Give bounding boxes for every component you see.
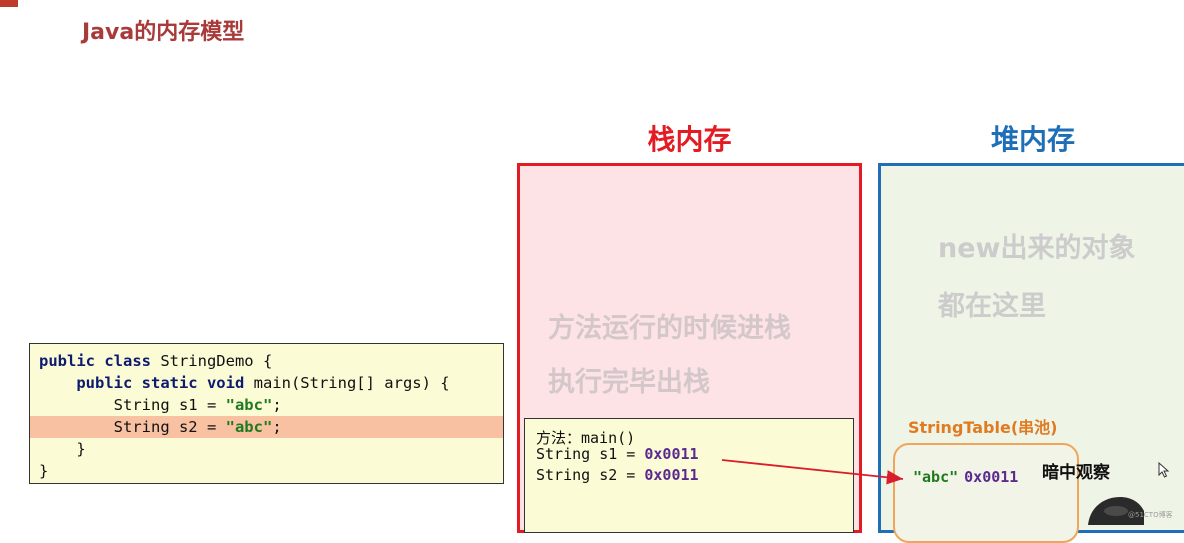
- address-value: 0x0011: [964, 468, 1019, 486]
- reference-arrow: [721, 459, 904, 485]
- corner-accent: [0, 0, 18, 7]
- slide-title: Java的内存模型: [82, 20, 245, 45]
- stack-var-s1: String s1 = 0x0011: [536, 445, 699, 463]
- keyword: public class: [39, 352, 151, 370]
- string-literal: "abc": [225, 396, 273, 414]
- heap-title: 堆内存: [990, 123, 1075, 156]
- code-line: public class StringDemo {: [39, 352, 273, 370]
- observe-caption: 暗中观察: [1042, 463, 1110, 483]
- mouse-cursor-icon: [1158, 462, 1170, 478]
- code-line-highlighted: String s2 = "abc";: [30, 416, 503, 438]
- code-line: }: [76, 440, 86, 458]
- code-line: String s1 = "abc";: [113, 396, 282, 414]
- peeking-character-icon: [1088, 497, 1144, 525]
- string-literal: "abc": [225, 418, 273, 436]
- stack-description: 方法运行的时候进栈 执行完毕出栈: [548, 313, 791, 398]
- method-header: 方法：main(): [536, 429, 636, 447]
- address-value: 0x0011: [644, 445, 699, 463]
- heap-description: new出来的对象 都在这里: [938, 233, 1136, 322]
- address-value: 0x0011: [644, 466, 699, 484]
- code-line: public static void main(String[] args) {: [76, 374, 450, 392]
- code-line: }: [39, 462, 49, 480]
- string-table-entry: "abc"0x0011: [913, 468, 1019, 486]
- stack-title: 栈内存: [647, 123, 732, 156]
- code-block: public class StringDemo { public static …: [29, 343, 504, 484]
- string-table-label: StringTable(串池): [908, 418, 1058, 437]
- method-frame-main: 方法：main() String s1 = 0x0011 String s2 =…: [524, 418, 854, 533]
- watermark: @51CTO博客: [1128, 511, 1173, 519]
- stack-var-s2: String s2 = 0x0011: [536, 466, 699, 484]
- keyword: public static void: [76, 374, 245, 392]
